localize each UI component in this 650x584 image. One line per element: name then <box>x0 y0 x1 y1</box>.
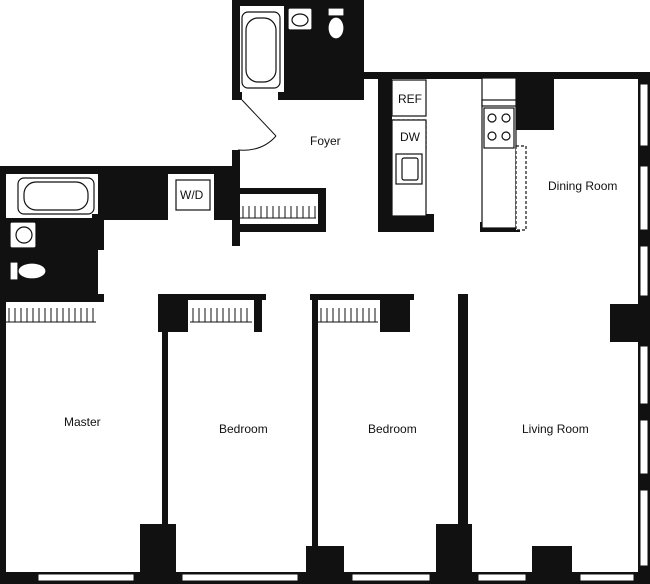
entry-door-leaf <box>241 99 277 137</box>
burner-3 <box>487 131 497 141</box>
room-label-foyer: Foyer <box>310 134 341 148</box>
window-right-2 <box>639 165 649 231</box>
foyer-closet-top <box>236 188 324 194</box>
window-right-6 <box>639 489 649 567</box>
bedroom1-closet-rod <box>190 308 252 323</box>
stove-burners <box>487 113 511 141</box>
bedroom1-left-wall <box>162 332 168 564</box>
kitchen-top-wall <box>362 72 650 79</box>
bedroom1-left-post <box>158 294 188 332</box>
burner-2 <box>501 113 511 123</box>
window-bottom-3 <box>351 573 431 582</box>
refrigerator <box>391 79 427 117</box>
bedroom2-top-wall <box>310 294 414 300</box>
room-label-bedroom-1: Bedroom <box>219 422 268 436</box>
upper-left-bath-side <box>92 214 104 250</box>
burner-1 <box>487 113 497 123</box>
closet-rods <box>6 206 378 323</box>
window-bottom-5 <box>579 573 635 582</box>
fixtures <box>9 7 527 281</box>
window-right-3 <box>639 245 649 297</box>
bedroom2-closet-right <box>380 294 410 332</box>
entry-door-arc <box>237 135 277 151</box>
top-sink-basin <box>291 13 309 27</box>
stove <box>483 107 515 149</box>
foyer-closet-bottom <box>236 224 326 232</box>
foyer-closet-rod <box>240 206 316 219</box>
washer-dryer-label: W/D <box>180 188 204 202</box>
laundry-block-left <box>98 166 168 220</box>
room-label-bedroom-2: Bedroom <box>368 422 417 436</box>
closet-divider <box>0 294 104 302</box>
right-column <box>610 304 650 342</box>
left-toilet-tank <box>9 261 19 281</box>
entry-door <box>237 99 277 151</box>
kitchen-left-column <box>378 72 392 232</box>
kitchen-hood <box>481 99 517 107</box>
window-bottom-2 <box>181 573 299 582</box>
bedroom1-top-wall <box>158 294 266 300</box>
room-label-dining-room: Dining Room <box>548 179 617 193</box>
window-bottom-1 <box>37 573 135 582</box>
master-closet-rod <box>6 308 96 323</box>
top-bath-left-wall <box>232 0 240 100</box>
window-right-1 <box>639 83 649 147</box>
top-bath-bottom-wall-right <box>278 92 364 100</box>
kitchen-left-column-base <box>386 214 434 232</box>
left-toilet-bowl <box>17 262 47 280</box>
burner-4 <box>501 131 511 141</box>
labels: REF DW W/D Foyer Dining Room Master Bedr… <box>64 92 617 436</box>
bedroom2-closet-rod <box>318 308 378 323</box>
top-bath-bottom-wall <box>232 92 242 100</box>
top-bath-right-wall <box>356 0 364 100</box>
kitchen-sink-basin <box>401 157 419 181</box>
washer-dryer <box>175 179 211 211</box>
bedroom1-closet-right <box>254 294 262 332</box>
top-toilet-tank <box>327 7 345 17</box>
top-toilet-bowl <box>327 16 345 40</box>
left-exterior-wall <box>0 166 6 584</box>
room-label-master: Master <box>64 415 101 429</box>
window-right-5 <box>639 419 649 475</box>
kitchen-pillar <box>514 72 554 130</box>
living-left-wall <box>458 294 468 564</box>
room-label-living-room: Living Room <box>522 422 589 436</box>
bedroom2-left-wall <box>312 294 318 564</box>
windows <box>37 83 649 582</box>
top-bath-top-wall <box>232 0 362 6</box>
left-bathtub-inner <box>23 181 89 211</box>
kitchen-island <box>515 145 527 231</box>
window-bottom-4 <box>477 573 527 582</box>
top-bathtub-inner <box>245 17 277 83</box>
window-right-4 <box>639 345 649 405</box>
foyer-left-wall <box>232 150 240 246</box>
dishwasher-label: DW <box>400 130 421 144</box>
foyer-closet-right <box>318 188 326 232</box>
left-sink-basin <box>15 226 33 244</box>
refrigerator-label: REF <box>398 92 422 106</box>
